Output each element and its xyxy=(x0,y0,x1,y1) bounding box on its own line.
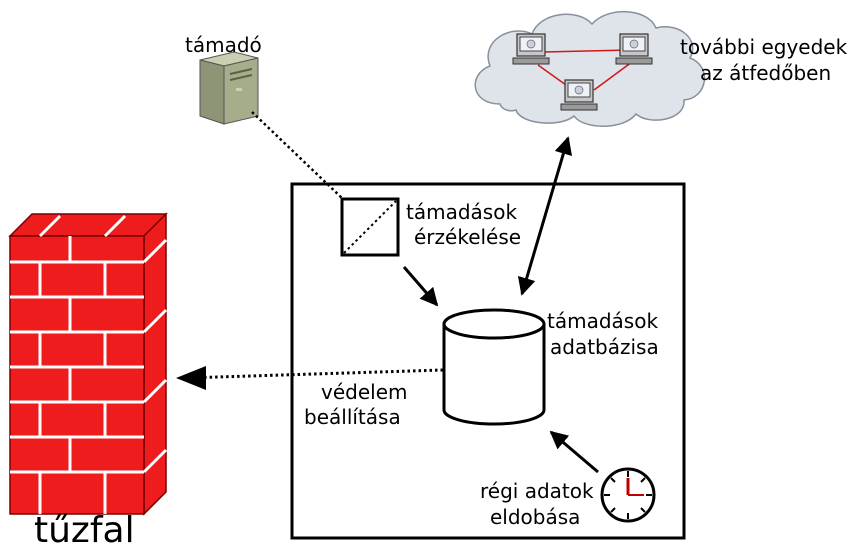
attacker-server-icon xyxy=(199,51,259,125)
attack-database xyxy=(442,308,546,426)
protection-arrowhead xyxy=(176,366,206,390)
attack-path-line xyxy=(251,111,345,201)
attacker-label: támadó xyxy=(185,33,262,57)
detector-box xyxy=(340,197,400,257)
overlay-cloud xyxy=(474,11,706,127)
firewall-label: tűzfal xyxy=(34,510,135,551)
purge-arrow xyxy=(549,430,599,474)
protection-label-line2: beállítása xyxy=(304,405,401,429)
peers-label-line1: további egyedek xyxy=(680,35,848,59)
database-label-line2: adatbázisa xyxy=(550,335,659,359)
peer-link xyxy=(542,49,631,53)
firewall-wall xyxy=(8,212,168,516)
sync-arrow xyxy=(517,136,573,296)
peer-link xyxy=(593,61,633,91)
clock-icon xyxy=(600,467,656,523)
purge-label-line1: régi adatok xyxy=(480,479,594,503)
detection-label-line1: támadások xyxy=(406,200,518,224)
peer-computer-icon xyxy=(560,79,598,111)
detection-label-line2: érzékelése xyxy=(414,225,522,249)
database-label-line1: támadások xyxy=(547,309,659,333)
peers-label-line2: az átfedőben xyxy=(700,61,832,85)
peer-computer-icon xyxy=(615,33,653,65)
peer-computer-icon xyxy=(512,33,550,65)
protection-config-arrow xyxy=(185,368,444,380)
detection-to-db-arrow xyxy=(402,266,439,307)
system-box xyxy=(290,182,686,540)
protection-label-line1: védelem xyxy=(321,380,408,404)
purge-label-line2: eldobása xyxy=(490,505,581,529)
